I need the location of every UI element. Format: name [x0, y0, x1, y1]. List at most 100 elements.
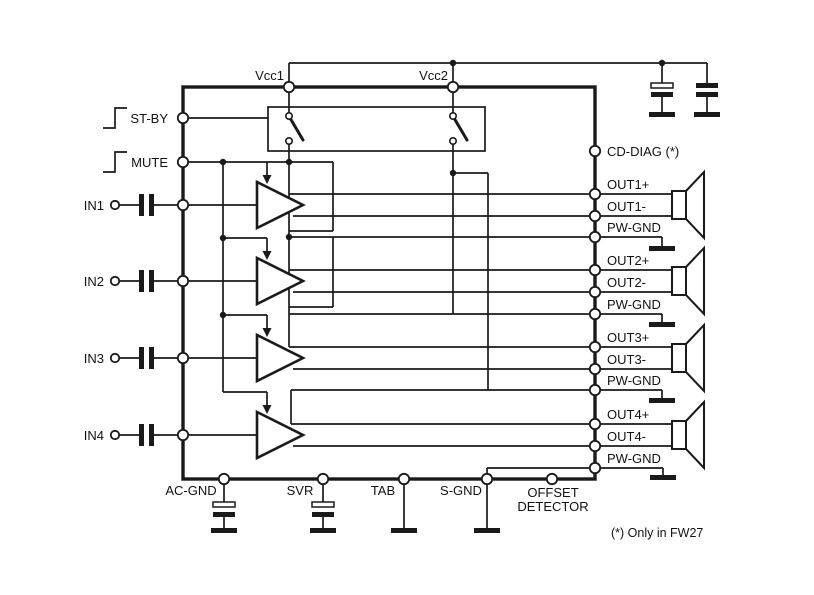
speakers: [671, 169, 705, 471]
pwgnd2-label: PW-GND: [607, 297, 661, 312]
pin-in4: [176, 428, 190, 442]
capacitor-plate: [213, 512, 235, 517]
vcc2-label: Vcc2: [419, 68, 448, 83]
junction-dots: [219, 59, 666, 319]
pin-out2n: [588, 285, 602, 299]
pwgnd3-label: PW-GND: [607, 373, 661, 388]
amplifiers: [255, 179, 306, 461]
capacitor-plate: [696, 83, 718, 88]
out3n-label: OUT3-: [607, 352, 646, 367]
ground-icon: [391, 528, 417, 533]
in2-label: IN2: [84, 274, 104, 289]
arrow-down-icon: [262, 175, 272, 184]
internal-wiring: [188, 89, 593, 477]
s-gnd-label: S-GND: [440, 483, 482, 498]
out4n-label: OUT4-: [607, 429, 646, 444]
mute-label: MUTE: [131, 155, 168, 170]
ground-icon: [310, 528, 336, 533]
arrow-down-icon: [262, 251, 272, 260]
pins: [109, 80, 602, 486]
switch-contact: [284, 137, 293, 146]
pin-pwgnd1: [588, 230, 602, 244]
ground-icon: [649, 246, 675, 251]
input-terminal: [109, 275, 121, 287]
in3-label: IN3: [84, 351, 104, 366]
speaker-icon: [671, 322, 705, 394]
ground-icon: [649, 322, 675, 327]
capacitor-plate: [312, 512, 334, 517]
input-terminal: [109, 429, 121, 441]
switch-contact: [448, 112, 457, 121]
in1-label: IN1: [84, 198, 104, 213]
pin-out4p: [588, 417, 602, 431]
out1n-label: OUT1-: [607, 199, 646, 214]
cd-diag-label: CD-DIAG (*): [607, 144, 679, 159]
pin-s-gnd: [480, 472, 494, 486]
standby-switches: [284, 112, 469, 146]
electrolytic-capacitor-plate: [311, 501, 335, 508]
ground-icon: [694, 112, 720, 117]
capacitor-plate: [651, 92, 673, 97]
ground-icon: [650, 475, 676, 480]
standby-switch-box: [267, 106, 486, 152]
pwgnd4-label: PW-GND: [607, 451, 661, 466]
pin-out3n: [588, 362, 602, 376]
ground-icon: [649, 112, 675, 117]
amp3-triangle: [255, 332, 306, 384]
pin-vcc2: [446, 80, 460, 94]
ground-icon: [474, 528, 500, 533]
pin-out3p: [588, 340, 602, 354]
vcc1-label: Vcc1: [255, 68, 284, 83]
pwgnd1-label: PW-GND: [607, 220, 661, 235]
pin-pwgnd2: [588, 307, 602, 321]
switch-blade-icon: [288, 116, 305, 142]
pin-vcc1: [282, 80, 296, 94]
stby-step-waveform-icon: [103, 107, 127, 129]
arrow-down-icon: [262, 405, 272, 414]
power-ground-symbols: [649, 246, 676, 480]
svr-label: SVR: [287, 483, 314, 498]
stby-label: ST-BY: [130, 111, 168, 126]
top-supply-net: [288, 62, 708, 112]
pin-out1p: [588, 187, 602, 201]
labels: Vcc1 Vcc2 ST-BY MUTE IN1 IN2 IN3 IN4 CD-…: [84, 68, 704, 540]
amp2-triangle: [255, 255, 306, 307]
out3p-label: OUT3+: [607, 330, 649, 345]
ac-gnd-label: AC-GND: [165, 483, 216, 498]
in4-label: IN4: [84, 428, 104, 443]
electrolytic-capacitor-plate: [212, 501, 236, 508]
pin-cd-diag: [588, 144, 602, 158]
footnote: (*) Only in FW27: [611, 526, 703, 540]
switch-blade-icon: [452, 116, 469, 142]
tab-label: TAB: [371, 483, 395, 498]
offset-detector-label-line2: DETECTOR: [517, 499, 588, 514]
pin-pwgnd4: [588, 461, 602, 475]
ground-icon: [649, 398, 675, 403]
pin-pwgnd3: [588, 383, 602, 397]
input-terminal: [109, 199, 121, 211]
pin-svr: [316, 472, 330, 486]
speaker-icon: [671, 245, 705, 317]
pin-out2p: [588, 263, 602, 277]
offset-detector-label-line1: OFFSET: [527, 485, 578, 500]
bottom-io-wiring: [223, 484, 488, 528]
amp4-triangle: [255, 409, 306, 461]
arrow-down-icon: [262, 328, 272, 337]
bottom-capacitors-grounds: [211, 501, 500, 533]
speaker-icon: [671, 169, 705, 241]
ground-icon: [211, 528, 237, 533]
out2n-label: OUT2-: [607, 275, 646, 290]
out1p-label: OUT1+: [607, 177, 649, 192]
decoupling-capacitors: [649, 82, 720, 117]
pin-mute: [176, 155, 190, 169]
pin-tab: [397, 472, 411, 486]
electrolytic-capacitor-plate: [650, 82, 674, 89]
pin-out1n: [588, 209, 602, 223]
pin-in3: [176, 351, 190, 365]
pin-ac-gnd: [217, 472, 231, 486]
input-terminal: [109, 352, 121, 364]
pin-in1: [176, 198, 190, 212]
speaker-icon: [671, 399, 705, 471]
amp1-triangle: [255, 179, 306, 231]
